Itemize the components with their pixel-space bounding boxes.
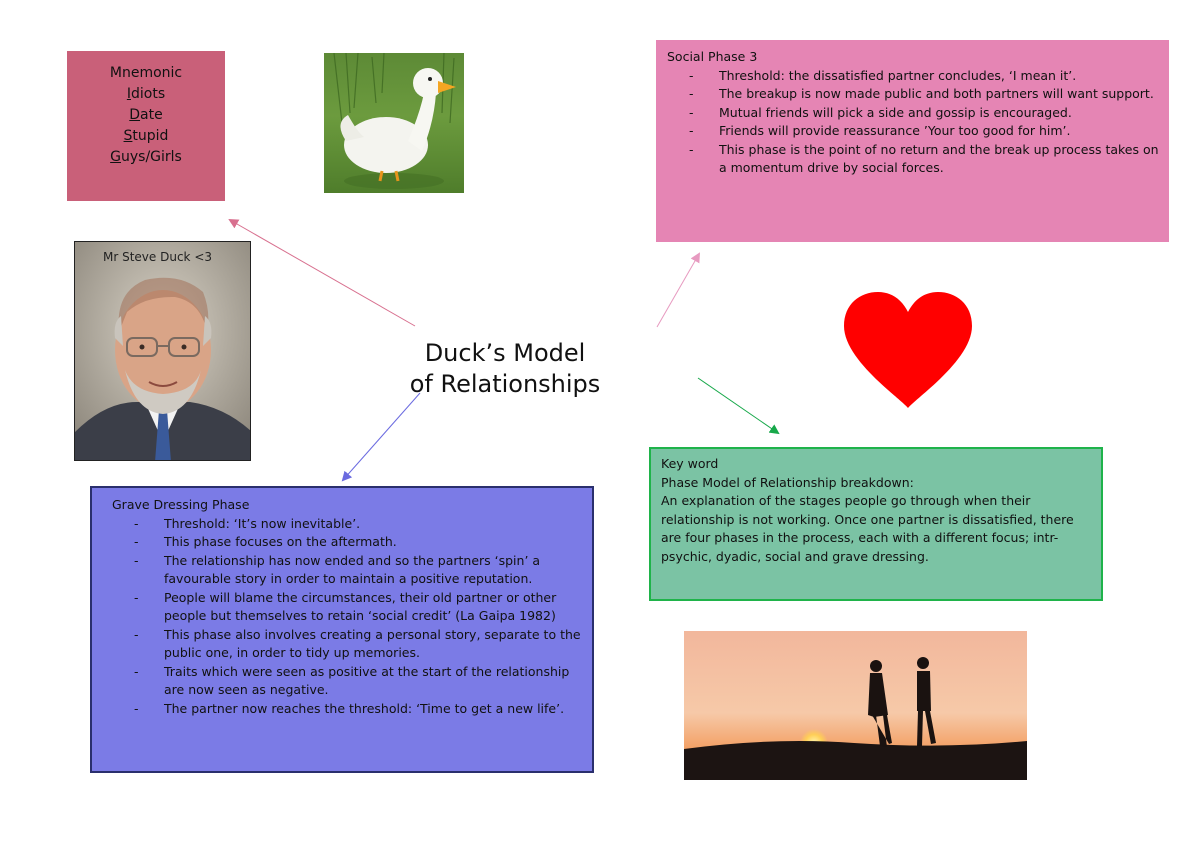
list-item: The partner now reaches the threshold: ‘… <box>112 700 582 719</box>
portrait-caption: Mr Steve Duck <3 <box>103 250 213 264</box>
list-item: This phase is the point of no return and… <box>667 141 1159 178</box>
mnemonic-box: Mnemonic Idiots Date Stupid Guys/Girls <box>67 51 225 201</box>
title-line-2: of Relationships <box>409 370 601 398</box>
list-item: Mutual friends will pick a side and goss… <box>667 104 1159 123</box>
key-word-heading: Key word <box>661 456 719 471</box>
mnemonic-title: Mnemonic <box>109 65 183 81</box>
mnemonic-line-guys-girls: Guys/Girls <box>110 149 182 165</box>
list-item: Friends will provide reassurance ’Your t… <box>667 122 1159 141</box>
mnemonic-line-stupid: Stupid <box>123 128 169 144</box>
list-item: Threshold: the dissatisfied partner conc… <box>667 67 1159 86</box>
list-item: Threshold: ‘It’s now inevitable’. <box>112 515 582 534</box>
list-item: People will blame the circumstances, the… <box>112 589 582 626</box>
mnemonic-line-date: Date <box>129 107 163 123</box>
page-title: Duck’s Model of Relationships <box>400 338 610 400</box>
grave-dressing-box: Grave Dressing Phase Threshold: ‘It’s no… <box>90 486 594 773</box>
key-word-definition: An explanation of the stages people go t… <box>661 493 1074 564</box>
sunset-couple-photo <box>684 631 1027 780</box>
arrow-to-social-phase <box>656 252 700 328</box>
arrow-to-mnemonic <box>228 219 416 327</box>
list-item: This phase also involves creating a pers… <box>112 626 582 663</box>
social-phase-list: Threshold: the dissatisfied partner conc… <box>667 67 1159 178</box>
arrow-to-grave-dressing <box>341 392 421 482</box>
heart-icon <box>840 290 976 410</box>
arrow-to-key-word <box>697 377 780 435</box>
social-phase-box: Social Phase 3 Threshold: the dissatisfi… <box>656 40 1169 242</box>
grave-dressing-heading: Grave Dressing Phase <box>112 497 250 512</box>
grave-dressing-list: Threshold: ‘It’s now inevitable’. This p… <box>112 515 582 719</box>
key-word-subheading: Phase Model of Relationship breakdown: <box>661 474 914 490</box>
list-item: The relationship has now ended and so th… <box>112 552 582 589</box>
social-phase-heading: Social Phase 3 <box>667 49 758 64</box>
title-line-1: Duck’s Model <box>424 339 586 367</box>
key-word-box: Key word Phase Model of Relationship bre… <box>649 447 1103 601</box>
list-item: The breakup is now made public and both … <box>667 85 1159 104</box>
steve-duck-portrait: Mr Steve Duck <3 <box>74 241 251 461</box>
list-item: Traits which were seen as positive at th… <box>112 663 582 700</box>
duck-photo <box>324 53 464 193</box>
list-item: This phase focuses on the aftermath. <box>112 533 582 552</box>
mnemonic-line-idiots: Idiots <box>126 86 166 102</box>
